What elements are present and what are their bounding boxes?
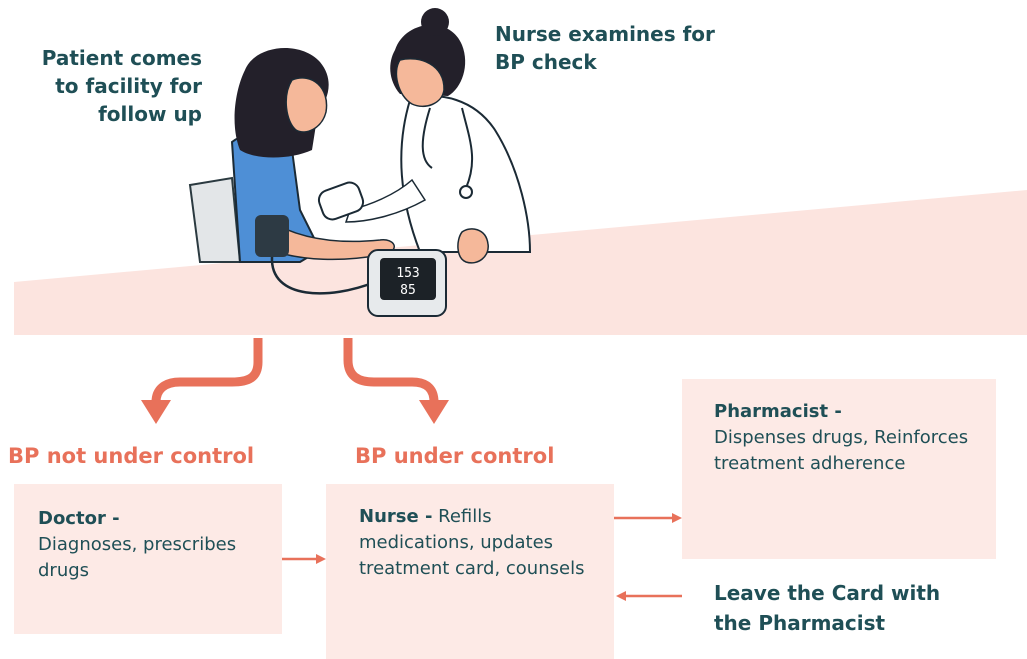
nurse-hair-bun	[421, 8, 449, 36]
bp-cuff	[255, 215, 289, 257]
outcome-controlled: BP under control	[355, 444, 555, 468]
nurse-face	[395, 58, 445, 108]
cuff-tube	[270, 256, 376, 295]
nurse-arm	[344, 178, 427, 223]
patient-face	[285, 77, 328, 133]
outcome-not-controlled: BP not under control	[8, 444, 255, 468]
arrow-to-controlled	[343, 338, 439, 404]
arrow-head-leave-to-nurse	[616, 591, 626, 601]
nurse-coat	[400, 95, 532, 253]
remote-device	[317, 181, 365, 221]
arrow-head-doctor-to-nurse	[316, 554, 326, 564]
chair	[188, 176, 242, 263]
bp-monitor-screen	[380, 258, 436, 300]
doctor-text: Diagnoses, prescribes drugs	[38, 534, 237, 581]
caption-nurse-exam: Nurse examines for BP check	[495, 22, 715, 74]
leave-card-label: Leave the Card with the Pharmacist	[714, 581, 941, 635]
patient-arm	[264, 218, 395, 261]
bp-systolic: 153	[396, 266, 419, 281]
arrow-head-nurse-to-pharmacist	[672, 513, 682, 523]
stethoscope	[421, 107, 474, 189]
nurse-hand	[457, 228, 489, 264]
pharmacist-role: Pharmacist -	[714, 401, 842, 422]
stethoscope-head	[459, 185, 473, 199]
nurse-text: Refills medications, updates treatment c…	[359, 506, 585, 579]
bp-diastolic: 85	[400, 283, 416, 298]
arrow-to-not-controlled	[151, 338, 263, 404]
doctor-box: Doctor - Diagnoses, prescribes drugs	[14, 484, 282, 634]
arrow-head-not-controlled	[141, 400, 171, 424]
arrow-head-controlled	[419, 400, 449, 424]
nurse-role: Nurse -	[359, 506, 433, 527]
table-band	[14, 190, 1027, 335]
caption-patient: Patient comes to facility for follow up	[41, 46, 202, 126]
pharmacist-text: Dispenses drugs, Reinforces treatment ad…	[714, 427, 969, 474]
doctor-role: Doctor -	[38, 508, 120, 529]
nurse-box: Nurse - Refills medications, updates tre…	[326, 484, 614, 659]
pharmacist-box: Pharmacist - Dispenses drugs, Reinforces…	[682, 379, 996, 559]
